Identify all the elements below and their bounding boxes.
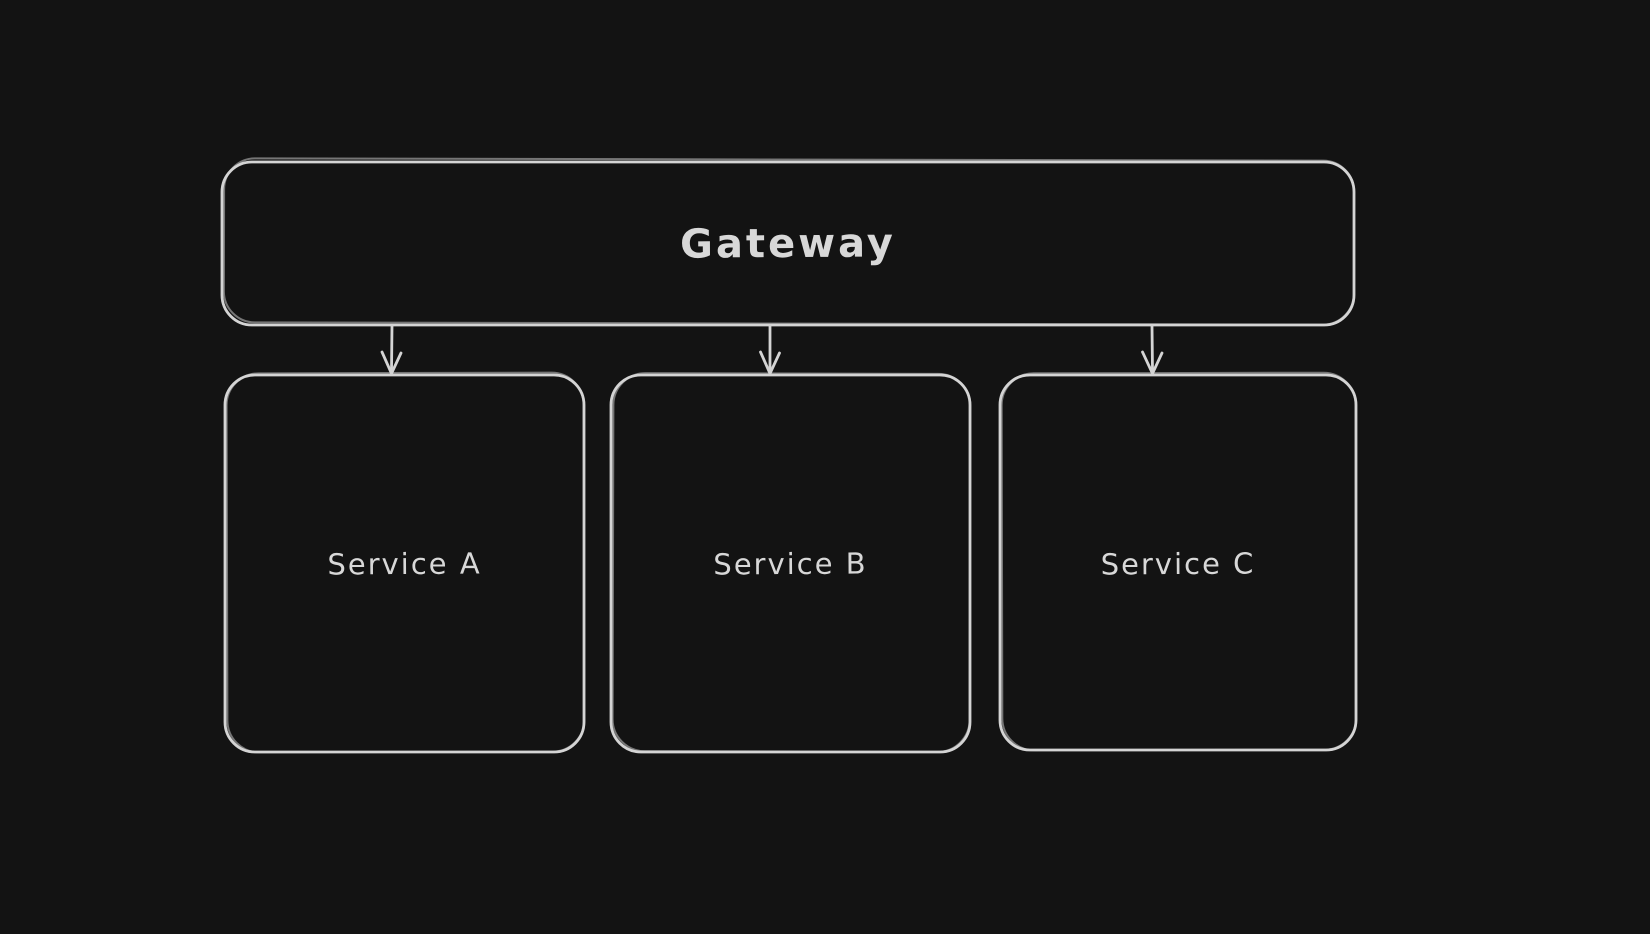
service-a-node-shape[interactable] (223, 371, 586, 754)
edge-gateway-to-service-b[interactable] (759, 324, 781, 375)
service-c-node-shape[interactable] (998, 371, 1358, 752)
edge-gateway-to-service-c[interactable] (1141, 324, 1164, 375)
service-b-node-shape[interactable] (609, 372, 972, 754)
edge-gateway-to-service-a[interactable] (380, 324, 403, 375)
gateway-node-shape[interactable] (220, 157, 1356, 327)
